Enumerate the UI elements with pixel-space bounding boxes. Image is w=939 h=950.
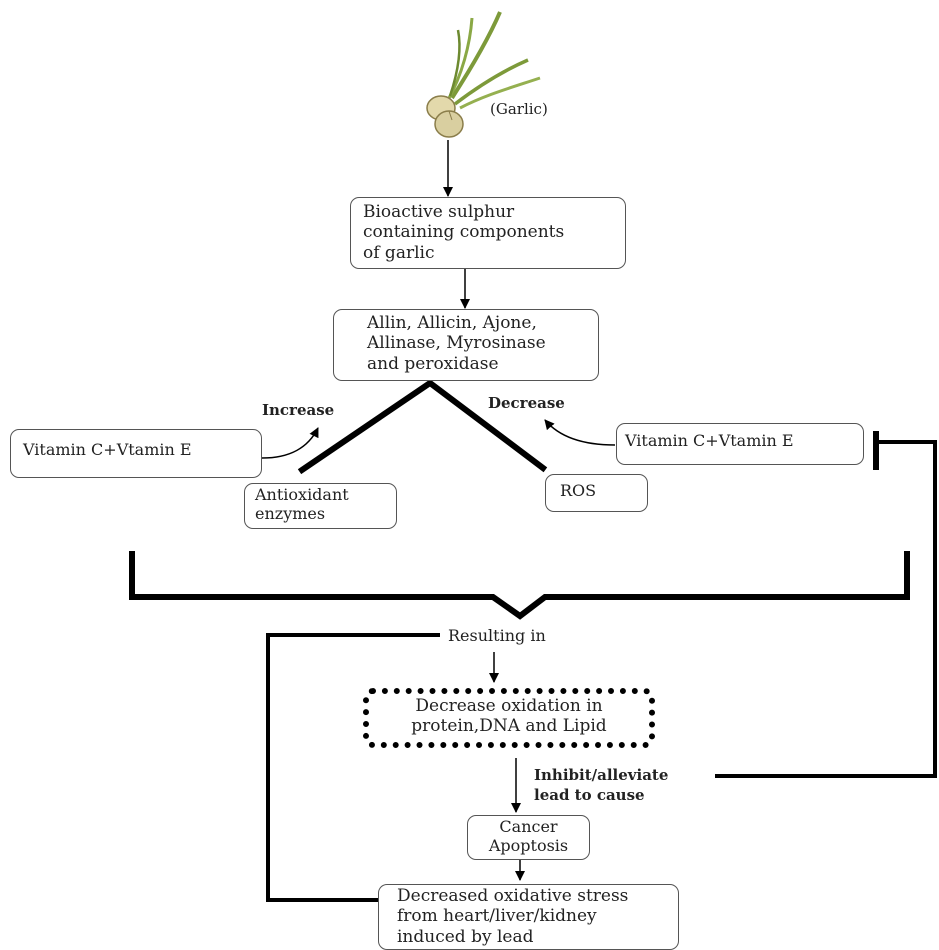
increase-label: Increase (262, 401, 335, 419)
decrease-label: Decrease (488, 394, 565, 412)
resulting-in-label: Resulting in (448, 626, 546, 645)
oxidation-node: Decrease oxidation in protein,DNA and Li… (363, 688, 655, 748)
garlic-label: (Garlic) (490, 100, 548, 118)
arrow-decrease (544, 419, 616, 446)
ros-node: ROS (545, 474, 648, 512)
inhibit-connector (715, 440, 937, 778)
merge-bracket (129, 551, 910, 620)
stress-node: Decreased oxidative stress from heart/li… (378, 884, 679, 950)
loop-connector (266, 633, 440, 902)
vitamins-right-node: Vitamin C+Vtamin E (616, 423, 864, 465)
vitamins-left-node: Vitamin C+Vtamin E (10, 429, 262, 478)
arrow-increase (261, 427, 319, 459)
inhibit-label: Inhibit/alleviate lead to cause (534, 766, 669, 805)
split-chevron (297, 379, 548, 475)
garlic-icon (426, 11, 541, 138)
compounds-node: Allin, Allicin, Ajone, Allinase, Myrosin… (333, 309, 599, 381)
cancer-node: Cancer Apoptosis (467, 815, 590, 860)
antioxidant-node: Antioxidant enzymes (244, 483, 397, 529)
bioactive-node: Bioactive sulphur containing components … (350, 197, 626, 269)
